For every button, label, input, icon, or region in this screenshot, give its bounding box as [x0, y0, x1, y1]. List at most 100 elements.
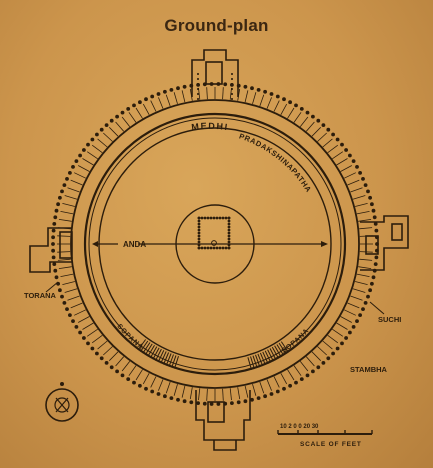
- railing-slab: [347, 302, 360, 309]
- railing-post: [368, 195, 372, 200]
- pradakshinapatha-outer-ring: [70, 99, 360, 389]
- scale-bar: 10 2 0 0 20 30 SCALE OF FEET: [277, 424, 373, 448]
- sopana-stairs: [137, 339, 290, 370]
- railing-slab: [344, 172, 356, 179]
- railing-post: [223, 82, 228, 87]
- railing-post: [236, 400, 241, 405]
- railing-post: [366, 189, 370, 194]
- railing-slab: [352, 195, 366, 200]
- railing-slab: [206, 87, 208, 100]
- harmika-post: [224, 216, 228, 220]
- railing-slab: [60, 273, 74, 277]
- railing-slab: [305, 356, 315, 367]
- railing-slab: [332, 328, 344, 337]
- railing-post: [182, 399, 187, 404]
- stair-step: [171, 355, 177, 368]
- railing-slab: [158, 97, 164, 109]
- railing-post: [331, 351, 335, 356]
- label-torana: TORANA: [24, 291, 57, 300]
- railing-slab: [198, 388, 201, 401]
- railing-slab: [311, 351, 321, 361]
- railing-post: [82, 336, 86, 340]
- railing-post: [299, 377, 304, 381]
- stair-step: [250, 356, 255, 370]
- harmika-post: [212, 216, 216, 220]
- railing-post: [99, 356, 104, 361]
- railing-post: [163, 89, 167, 94]
- railing-slab: [229, 388, 232, 401]
- railing-slab: [356, 273, 370, 277]
- railing-slab: [60, 211, 74, 215]
- railing-post: [71, 165, 75, 169]
- railing-post: [321, 361, 326, 365]
- railing-post: [263, 89, 267, 94]
- railing-post: [340, 142, 344, 147]
- railing-post: [90, 346, 95, 351]
- railing-post: [288, 100, 292, 105]
- railing-slab: [273, 100, 280, 112]
- railing-post: [58, 195, 62, 200]
- harmika-post: [197, 246, 201, 250]
- stair-step: [276, 344, 285, 356]
- railing-post: [115, 369, 119, 374]
- railing-slab: [252, 92, 257, 105]
- medhi-inner-ring: [88, 117, 342, 371]
- railing-slab: [322, 340, 333, 350]
- railing-post: [99, 127, 104, 132]
- railing-slab: [336, 322, 348, 330]
- railing-post: [169, 88, 174, 92]
- label-anda: ANDA: [123, 240, 146, 249]
- railing-slab: [280, 373, 288, 385]
- harmika-post: [227, 231, 231, 235]
- stair-step: [267, 349, 274, 362]
- railing-slab: [135, 107, 143, 119]
- railing-slab: [273, 376, 280, 388]
- stair-step: [163, 352, 170, 365]
- railing-post: [348, 330, 352, 335]
- railing-post: [86, 142, 90, 147]
- railing-post: [374, 228, 379, 233]
- railing-slab: [222, 87, 224, 100]
- north-arrow-icon: [45, 382, 79, 422]
- railing-slab: [70, 302, 83, 309]
- railing-slab: [173, 383, 178, 396]
- anda-arrowhead-left: [92, 241, 98, 247]
- railing-slab: [115, 356, 125, 367]
- railing-post: [299, 107, 304, 111]
- harmika-post: [218, 246, 222, 250]
- railing-slab: [344, 309, 356, 316]
- railing-post: [150, 389, 155, 394]
- railing-post: [344, 148, 348, 152]
- railing-post: [216, 402, 221, 406]
- railing-post: [368, 288, 372, 293]
- torana-leader: [45, 281, 59, 293]
- railing-slab: [86, 328, 98, 337]
- stair-step: [155, 348, 162, 361]
- label-pradakshinapatha: PRADAKSHINAPATHA: [238, 131, 313, 194]
- railing-post: [71, 319, 75, 323]
- harmika-post: [203, 246, 207, 250]
- railing-post: [176, 86, 180, 91]
- railing-slab: [165, 381, 171, 394]
- railing-slab: [58, 266, 72, 269]
- railing-post: [104, 361, 109, 365]
- railing-slab: [336, 158, 348, 166]
- railing-post: [371, 275, 376, 280]
- harmika-post: [227, 219, 231, 223]
- railing-slab: [359, 227, 373, 230]
- railing-post: [189, 400, 194, 405]
- railing-slab: [62, 281, 75, 285]
- railing-post: [51, 235, 55, 240]
- railing-slab: [322, 138, 333, 148]
- harmika-post: [197, 234, 201, 238]
- railing-slab: [121, 116, 131, 127]
- railing-post: [243, 399, 248, 404]
- railing-post: [370, 202, 374, 207]
- railing-slab: [97, 138, 108, 148]
- railing-slab: [74, 172, 86, 179]
- railing-slab: [109, 351, 119, 361]
- railing-post: [361, 177, 365, 181]
- railing-slab: [311, 127, 321, 137]
- harmika-post: [197, 240, 201, 244]
